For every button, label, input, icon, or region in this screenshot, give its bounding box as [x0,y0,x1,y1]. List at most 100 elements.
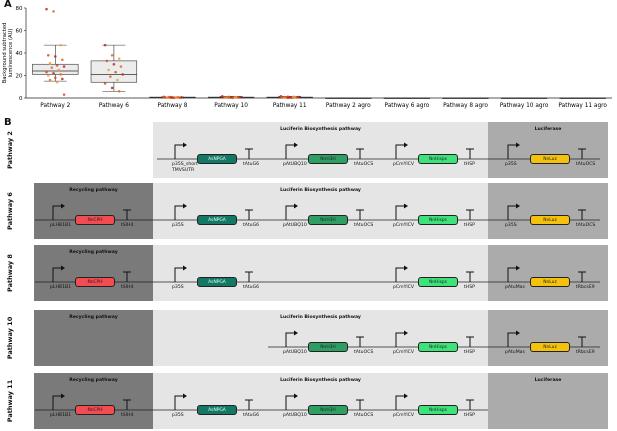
gene-nnluz: NnLuz [530,154,570,164]
data-point [45,7,48,11]
terminator-symbol [123,271,131,282]
data-point [112,62,116,66]
recycling-title: Recycling pathway [69,378,118,383]
terminator-label: tSlH4 [121,285,134,290]
promoter-label: p35S [172,285,184,290]
data-point [52,10,55,13]
promoter-label: pAtuMas [505,350,525,355]
y-axis-label: luminescence (AU) [8,29,14,78]
y-tick-label: 20 [16,74,23,80]
data-point [59,73,62,76]
x-tick-label: Pathway 8 [158,103,188,109]
terminator-symbol [356,148,364,159]
data-point [62,93,66,96]
promoter-label: pAtUBQ10 [283,162,307,167]
biosynthesis-section [153,245,488,301]
promoter-arrow [395,144,406,159]
data-point [46,53,50,57]
promoter-arrow [174,205,185,220]
gene-nnhisps: NnHisps [418,215,458,225]
terminator-label: tAtuOCS [576,223,596,228]
data-point [226,95,229,99]
promoter-arrowhead [61,393,65,399]
terminator-symbol [123,209,131,220]
x-tick-label: Pathway 6 agro [384,103,429,109]
gene-nncph: NnCPH [75,277,115,287]
promoter-arrowhead [516,330,520,336]
promoter-label: pAtuMas [505,285,525,290]
terminator-label: tHSP [464,162,475,167]
x-tick-label: Pathway 11 agro [558,103,607,109]
terminator-symbol [466,399,474,410]
recycling-section [34,245,153,301]
data-point [116,78,119,82]
terminator-symbol [245,148,253,159]
y-tick-label: 0 [19,96,23,102]
promoter-label: p35S [505,223,517,228]
data-point [291,95,295,99]
gene-asnpga: AsNPGA [197,405,237,415]
x-tick-label: Pathway 6 [99,103,129,109]
terminator-label: tAtuOCS [354,413,374,418]
promoter-arrow [395,267,406,282]
box [32,63,79,75]
luciferase-section [488,373,608,429]
y-axis-label: Background subtracted [2,23,8,84]
promoter-label: pCmYlCV [393,285,415,290]
promoter-label: pLHB1B1 [50,223,72,228]
terminator-symbol [356,399,364,410]
promoter-label: pCmYlCV [393,350,415,355]
promoter-label: p35S [172,223,184,228]
terminator-label: tAtuOCS [354,162,374,167]
data-point [62,65,66,68]
promoter-arrow [52,395,63,410]
data-point [103,82,107,85]
recycling-title: Recycling pathway [69,188,118,193]
data-point [297,95,300,99]
data-point [162,95,166,99]
promoter-arrow [507,267,518,282]
data-point [103,43,107,47]
promoter-label: pAtUBQ10 [283,223,307,228]
promoter-arrowhead [404,203,408,209]
gene-nnh3h: NnH3H [308,405,348,415]
promoter-arrowhead [516,265,520,271]
biosynthesis-title: Luciferin Biosynthesis pathway [280,315,361,320]
gene-nnhisps: NnHisps [418,405,458,415]
promoter-arrowhead [183,265,187,271]
terminator-label: tAtuOCS [576,162,596,167]
data-point [117,57,121,60]
biosynthesis-section [153,122,488,178]
data-point [107,68,110,72]
promoter-arrowhead [404,393,408,399]
promoter-arrow [285,144,296,159]
data-point [52,71,55,75]
terminator-symbol [578,336,586,347]
promoter-arrowhead [183,393,187,399]
terminator-symbol [466,209,474,220]
promoter-arrow [395,395,406,410]
data-point [233,96,236,99]
gene-nnhisps: NnHisps [418,342,458,352]
biosynthesis-title: Luciferin Biosynthesis pathway [280,127,361,132]
promoter-arrow [285,395,296,410]
terminator-label: tHSP [464,350,475,355]
biosynthesis-title: Luciferin Biosynthesis pathway [280,378,361,383]
construct-backbone [35,203,600,221]
terminator-symbol [356,209,364,220]
panel-a-letter: A [4,0,12,10]
promoter-label: p35S [172,413,184,418]
data-point [119,65,123,68]
recycling-section [34,373,153,429]
promoter-label: pCmYlCV [393,413,415,418]
promoter-arrow [52,205,63,220]
data-point [109,75,112,78]
promoter-arrowhead [183,142,187,148]
terminator-symbol [356,336,364,347]
construct-backbone [268,330,600,348]
promoter-arrow [174,144,185,159]
data-point [55,80,59,84]
data-point [59,43,62,47]
panel-b-letter: B [4,117,12,128]
data-point [117,89,121,93]
